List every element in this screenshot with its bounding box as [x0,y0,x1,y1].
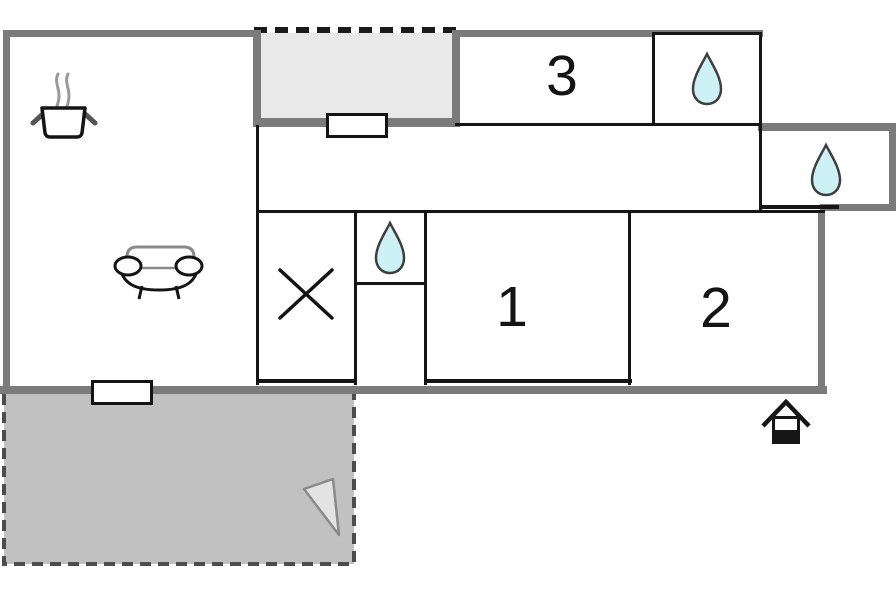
sauna-house-icon [761,398,811,444]
exterior-wall [820,204,896,211]
room-label-1: 1 [496,275,528,339]
interior-wall [759,205,839,209]
exterior-wall [758,123,896,131]
exterior-wall [253,30,261,127]
interior-wall [354,210,357,385]
terrace-bottom [4,394,354,564]
interior-wall [759,126,762,213]
water-drop-icon [810,142,842,197]
interior-wall [256,125,259,385]
window [326,113,388,138]
water-drop-icon [374,220,406,275]
exterior-wall [889,123,896,211]
sofa-icon [113,245,204,300]
bathroom-top [652,32,762,126]
interior-wall [256,210,825,213]
exterior-wall [3,30,258,37]
exterior-wall [455,30,763,37]
terrace-top-dashed-edge [254,27,460,33]
cooking-pot-icon [30,72,98,139]
room-label-3: 3 [546,44,578,108]
room-label-2: 2 [700,276,732,340]
interior-wall [424,379,632,383]
interior-wall [354,282,427,285]
interior-wall [256,379,357,383]
exterior-wall [0,386,827,394]
north-arrow-icon [302,477,341,537]
cross-mark-icon [278,268,334,320]
terrace-top [258,33,454,122]
interior-wall [628,210,631,385]
exterior-wall [3,30,10,393]
steam-icon [55,72,61,108]
steam-icon [65,72,71,108]
interior-wall [424,210,427,385]
exterior-wall [452,30,460,127]
window [91,380,153,405]
exterior-wall [818,211,825,393]
terrace-bottom-dashed-edge [2,394,356,566]
water-drop-icon [691,51,723,106]
interior-wall [455,123,762,126]
